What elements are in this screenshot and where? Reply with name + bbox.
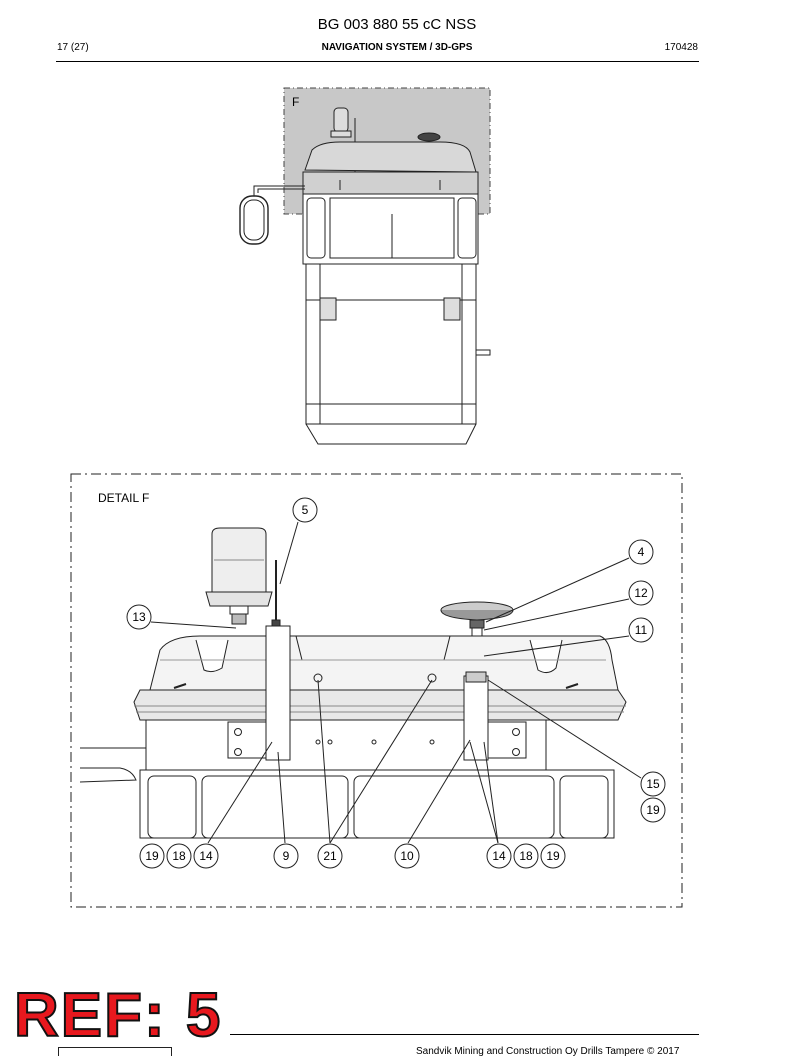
svg-text:19: 19 — [145, 849, 159, 863]
detail-frame — [70, 473, 683, 908]
svg-text:12: 12 — [634, 586, 648, 600]
callout-18-bottom-left — [166, 843, 192, 869]
header-rule — [56, 61, 699, 62]
callout-5 — [292, 497, 318, 523]
svg-text:11: 11 — [635, 623, 648, 637]
callout-10 — [394, 843, 420, 869]
callout-14-bottom-right — [486, 843, 512, 869]
footer-copyright: Sandvik Mining and Construction Oy Drill… — [416, 1046, 680, 1057]
detail-drawing — [79, 527, 627, 839]
svg-text:18: 18 — [519, 849, 533, 863]
callout-15 — [640, 771, 666, 797]
svg-text:19: 19 — [546, 849, 560, 863]
ref-stamp: REF: 5 — [13, 981, 223, 1050]
footer-rule — [230, 1034, 699, 1035]
svg-text:14: 14 — [199, 849, 213, 863]
svg-text:15: 15 — [646, 777, 660, 791]
callout-18-bottom-right — [513, 843, 539, 869]
detail-marker: F — [292, 95, 299, 109]
svg-text:21: 21 — [323, 849, 337, 863]
page-number: 17 (27) — [57, 42, 89, 53]
section-title: NAVIGATION SYSTEM / 3D-GPS — [321, 42, 473, 53]
callout-21 — [317, 843, 343, 869]
svg-text:18: 18 — [172, 849, 186, 863]
callout-11 — [628, 617, 654, 643]
svg-text:4: 4 — [638, 545, 645, 559]
callout-12 — [628, 580, 654, 606]
callout-19-bottom-right — [540, 843, 566, 869]
overview-drawing — [239, 87, 491, 445]
svg-text:19: 19 — [646, 803, 660, 817]
svg-text:9: 9 — [283, 849, 290, 863]
detail-title: DETAIL F — [98, 491, 149, 505]
callout-13 — [126, 604, 152, 630]
document-code: 170428 — [664, 42, 698, 53]
callout-9 — [273, 843, 299, 869]
svg-text:10: 10 — [400, 849, 414, 863]
callout-19-right — [640, 797, 666, 823]
company-logo — [58, 1047, 172, 1056]
callouts: 5 4 12 13 11 15 19 19 18 14 9 21 10 14 1… — [126, 497, 666, 869]
callout-4 — [628, 539, 654, 565]
document-title: BG 003 880 55 cC NSS — [317, 16, 477, 33]
svg-text:14: 14 — [492, 849, 506, 863]
svg-text:5: 5 — [302, 503, 309, 517]
svg-text:13: 13 — [132, 610, 146, 624]
callout-14-bottom-left — [193, 843, 219, 869]
callout-19-bottom-left — [139, 843, 165, 869]
